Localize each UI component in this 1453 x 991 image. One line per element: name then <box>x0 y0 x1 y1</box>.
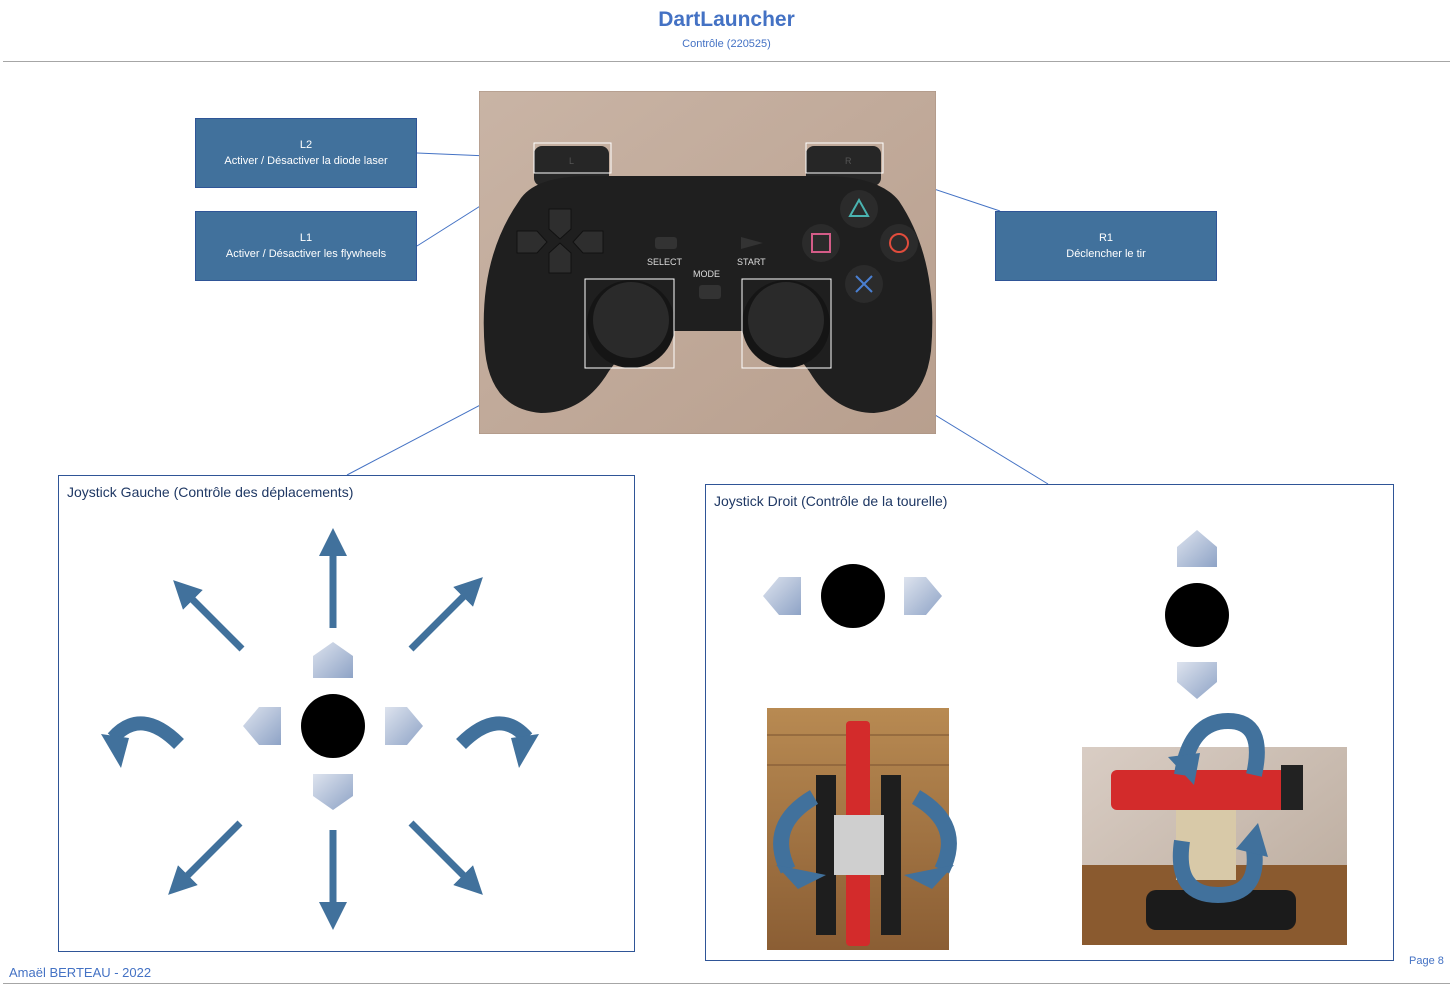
select-label: SELECT <box>647 257 683 267</box>
footer-author: Amaël BERTEAU - 2022 <box>9 965 151 980</box>
callout-l2: L2 Activer / Désactiver la diode laser <box>195 118 417 188</box>
movement-diagram <box>59 476 636 953</box>
joystick-center <box>301 694 365 758</box>
arrow-forward-left-icon <box>183 590 242 649</box>
turret-side-photo <box>1082 747 1347 945</box>
callout-l1-action: Activer / Désactiver les flywheels <box>226 246 386 262</box>
arrow-forward-right-icon <box>411 587 473 649</box>
footer-divider <box>3 983 1450 984</box>
yaw-joystick <box>821 564 885 628</box>
r-label: R <box>845 156 852 166</box>
panel-right-joystick: Joystick Droit (Contrôle de la tourelle) <box>705 484 1394 961</box>
page-number: Page 8 <box>1409 955 1444 967</box>
turret-top-photo <box>767 708 949 950</box>
callout-r1: R1 Déclencher le tir <box>995 211 1217 281</box>
callout-l2-button: L2 <box>300 137 312 153</box>
chevron-left-icon <box>763 577 801 615</box>
chevron-down-icon <box>1177 662 1217 699</box>
callout-l1: L1 Activer / Désactiver les flywheels <box>195 211 417 281</box>
chevron-up-icon <box>1177 530 1217 567</box>
chevron-right-icon <box>904 577 942 615</box>
chevron-left-icon <box>243 707 281 745</box>
callout-l2-action: Activer / Désactiver la diode laser <box>224 153 387 169</box>
chevron-right-icon <box>385 707 423 745</box>
l-label: L <box>569 156 574 166</box>
controller-photo: L R SELECT START MODE <box>479 91 936 434</box>
chevron-up-icon <box>313 642 353 678</box>
turret-diagram <box>706 485 1395 962</box>
callout-r1-action: Déclencher le tir <box>1066 246 1145 262</box>
panel-left-joystick: Joystick Gauche (Contrôle des déplacemen… <box>58 475 635 952</box>
pitch-joystick <box>1165 583 1229 647</box>
callout-l1-button: L1 <box>300 230 312 246</box>
start-label: START <box>737 257 766 267</box>
callout-r1-button: R1 <box>1099 230 1113 246</box>
mode-label: MODE <box>693 269 720 279</box>
chevron-down-icon <box>313 774 353 810</box>
arrow-backward-right-icon <box>411 823 473 885</box>
arrow-backward-left-icon <box>178 823 240 885</box>
